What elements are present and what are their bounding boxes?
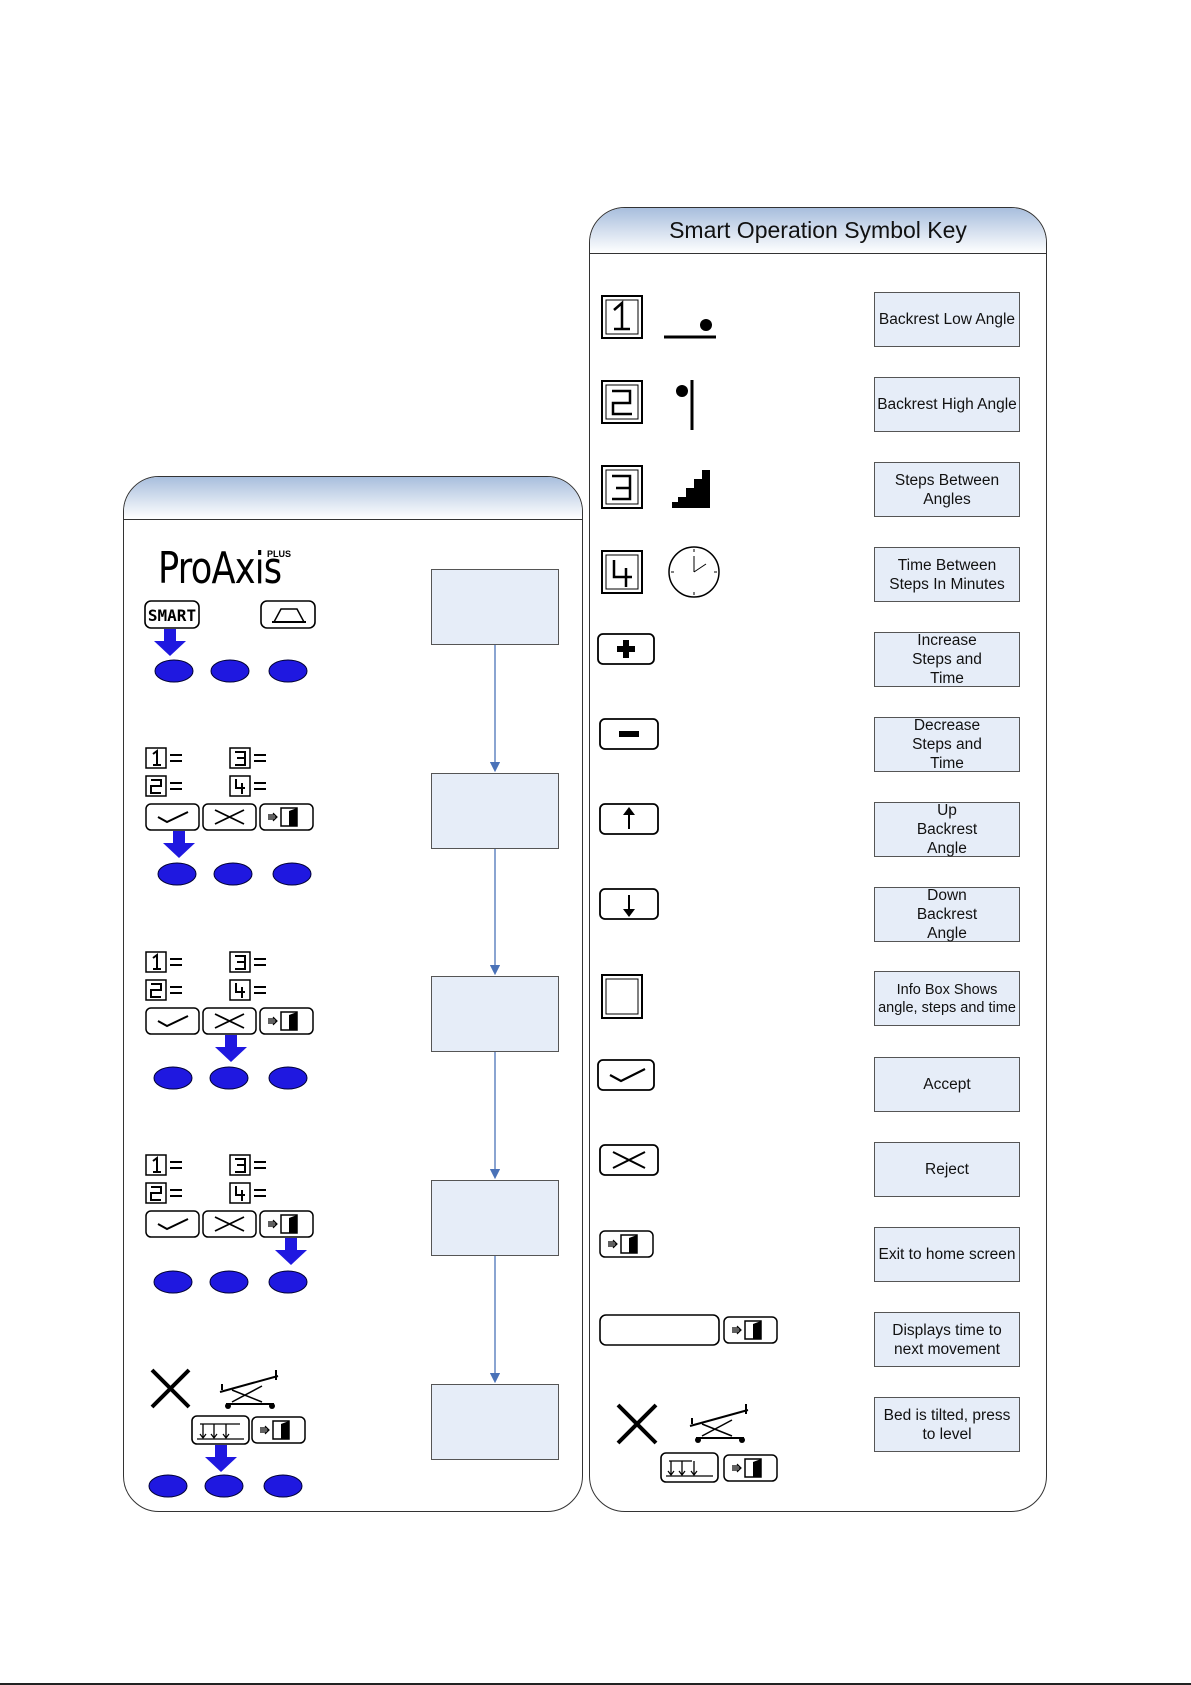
- minus-button-icon: [599, 718, 659, 750]
- bed-tilted-key-icon: [616, 1403, 778, 1483]
- plus-button-icon: [597, 633, 655, 665]
- panel-button-5b: [204, 1474, 244, 1498]
- panel-button-3b: [209, 1066, 249, 1090]
- panel-button-3a: [153, 1066, 193, 1090]
- key-label-exit: Exit to home screen: [874, 1227, 1020, 1282]
- smart-button-icon: [144, 600, 200, 629]
- panel-button-1c: [268, 659, 308, 683]
- panel-button-2a: [157, 862, 197, 886]
- panel-button-4b: [209, 1270, 249, 1294]
- press-arrow-4: [275, 1238, 307, 1265]
- backrest-low-icon: [664, 319, 716, 339]
- digit-block-3: [146, 952, 313, 1034]
- bed-tilted-flow-icon: [150, 1368, 306, 1445]
- digit-3-icon: [601, 465, 643, 509]
- key-label-bed-tilted: Bed is tilted, press to level: [874, 1397, 1020, 1452]
- accept-check-icon: [597, 1059, 655, 1091]
- digit-4-icon: [601, 550, 643, 594]
- panel-button-4a: [153, 1270, 193, 1294]
- press-arrow-5: [205, 1445, 237, 1472]
- key-label-increase: Increase Steps and Time: [874, 632, 1020, 687]
- info-box-icon: [601, 974, 643, 1019]
- digit-2-icon: [601, 380, 643, 424]
- bed-help-button-icon: [260, 600, 316, 629]
- flow-box-2: [431, 773, 559, 849]
- panel-button-5a: [148, 1474, 188, 1498]
- proaxis-logo: ProAxis: [158, 543, 282, 594]
- page-bottom-rule: [0, 1683, 1191, 1685]
- key-label-time: Time Between Steps In Minutes: [874, 547, 1020, 602]
- key-label-time-display: Displays time to next movement: [874, 1312, 1020, 1367]
- flow-box-3: [431, 976, 559, 1052]
- reject-cross-icon: [599, 1144, 659, 1176]
- symbol-key-title: Smart Operation Symbol Key: [669, 217, 967, 243]
- press-arrow-1: [154, 629, 186, 656]
- press-arrow-3: [215, 1035, 247, 1062]
- key-label-info-box: Info Box Shows angle, steps and time: [874, 971, 1020, 1026]
- panel-button-2b: [213, 862, 253, 886]
- proaxis-plus-mark: PLUS: [267, 549, 292, 559]
- flow-panel-header: [124, 477, 582, 520]
- key-label-down: Down Backrest Angle: [874, 887, 1020, 942]
- up-arrow-button-icon: [599, 803, 659, 835]
- backrest-high-icon: [676, 380, 694, 430]
- press-arrow-2: [163, 831, 195, 858]
- key-label-accept: Accept: [874, 1057, 1020, 1112]
- exit-door-icon: [599, 1230, 654, 1258]
- clock-icon: [668, 546, 720, 598]
- digit-block-4: [146, 1155, 313, 1237]
- flow-box-1: [431, 569, 559, 645]
- symbol-key-header: Smart Operation Symbol Key: [590, 208, 1046, 254]
- flow-box-4: [431, 1180, 559, 1256]
- key-label-steps: Steps Between Angles: [874, 462, 1020, 517]
- time-display-exit-icon: [599, 1314, 778, 1346]
- panel-button-5c: [263, 1474, 303, 1498]
- key-label-backrest-low: Backrest Low Angle: [874, 292, 1020, 347]
- panel-button-4c: [268, 1270, 308, 1294]
- panel-button-1b: [210, 659, 250, 683]
- panel-button-2c: [272, 862, 312, 886]
- digit-1-icon: [601, 295, 643, 339]
- down-arrow-button-icon: [599, 888, 659, 920]
- panel-button-3c: [268, 1066, 308, 1090]
- flow-box-5: [431, 1384, 559, 1460]
- key-label-backrest-high: Backrest High Angle: [874, 377, 1020, 432]
- steps-icon: [672, 470, 710, 508]
- key-label-up: Up Backrest Angle: [874, 802, 1020, 857]
- smart-button-label: SMART: [148, 606, 196, 625]
- panel-button-1a: [154, 659, 194, 683]
- digit-block-2: [146, 748, 313, 830]
- key-label-decrease: Decrease Steps and Time: [874, 717, 1020, 772]
- key-label-reject: Reject: [874, 1142, 1020, 1197]
